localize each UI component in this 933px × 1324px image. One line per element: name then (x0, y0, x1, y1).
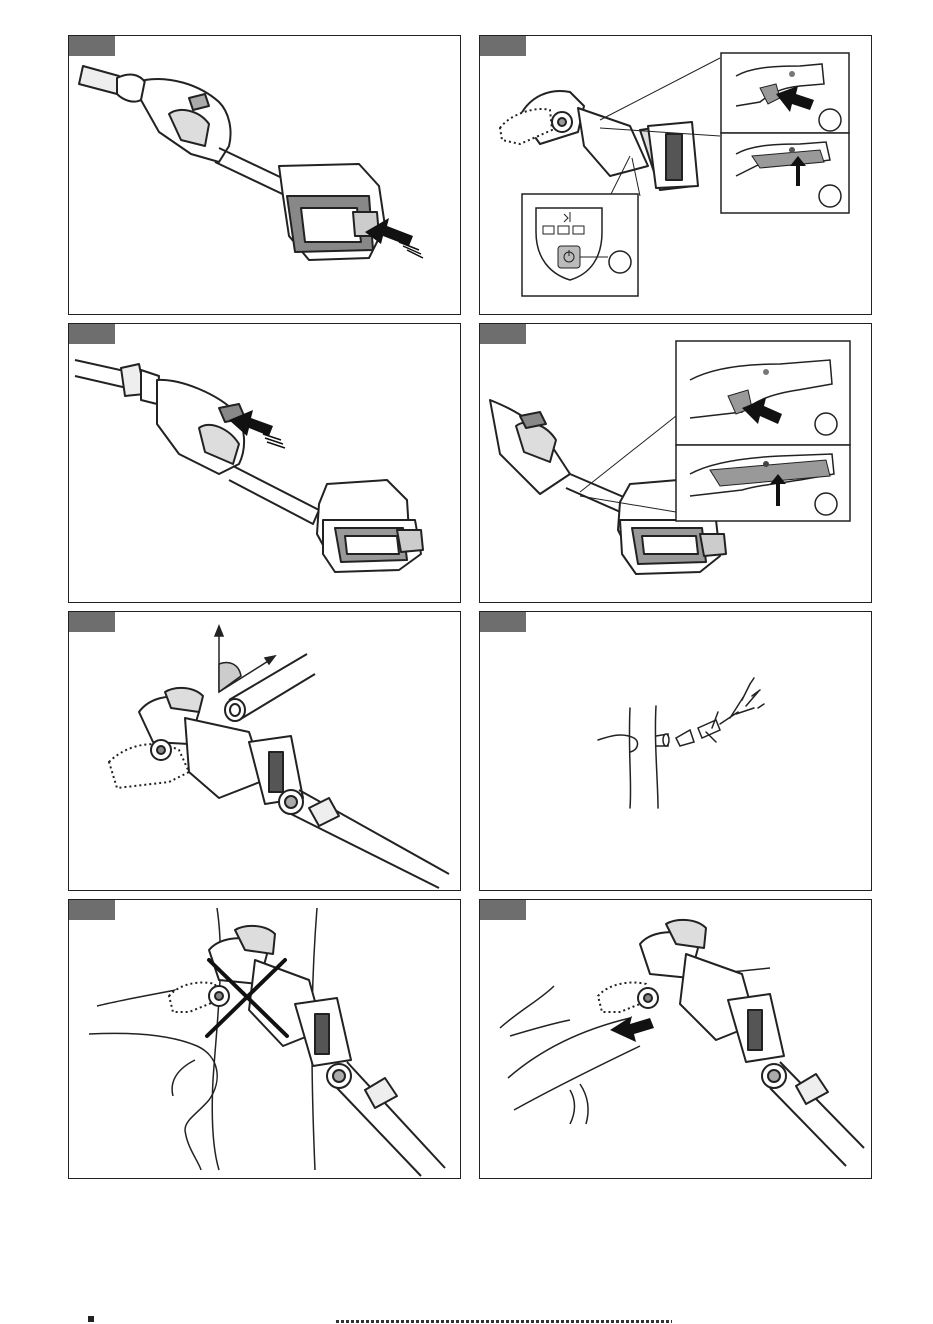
figure-panel-2 (479, 35, 872, 315)
indicator-panel-inset (522, 194, 638, 296)
trigger-inset-off (721, 53, 849, 133)
power-button-icon (558, 246, 580, 268)
page-bottom-dashed-rule (336, 1320, 672, 1323)
branch-cutting-sequence-illustration (480, 612, 872, 891)
indicator-and-trigger-illustration (480, 36, 872, 315)
callout-circle (815, 413, 837, 435)
push-arrow-icon (610, 1016, 654, 1042)
figure-panel-8 (479, 899, 872, 1179)
trigger-inset-on (676, 445, 850, 521)
callout-circle (815, 493, 837, 515)
switch-trigger-illustration (480, 324, 872, 603)
figure-panel-3 (68, 323, 461, 603)
callout-circle (819, 109, 841, 131)
trigger-inset-off (676, 341, 850, 445)
incorrect-usage-illustration (69, 900, 461, 1179)
figure-panel-7 (68, 899, 461, 1179)
trigger-inset-on (721, 133, 849, 213)
figure-panel-4 (479, 323, 872, 603)
figure-panel-6 (479, 611, 872, 891)
battery-insert-illustration (69, 36, 461, 315)
figure-panel-5 (68, 611, 461, 891)
figure-panel-1 (68, 35, 461, 315)
callout-circle (819, 185, 841, 207)
correct-cutting-illustration (480, 900, 872, 1179)
cutting-angle-illustration (69, 612, 461, 891)
lock-button-illustration (69, 324, 461, 603)
callout-circle (609, 251, 631, 273)
page-corner-mark (88, 1316, 94, 1322)
